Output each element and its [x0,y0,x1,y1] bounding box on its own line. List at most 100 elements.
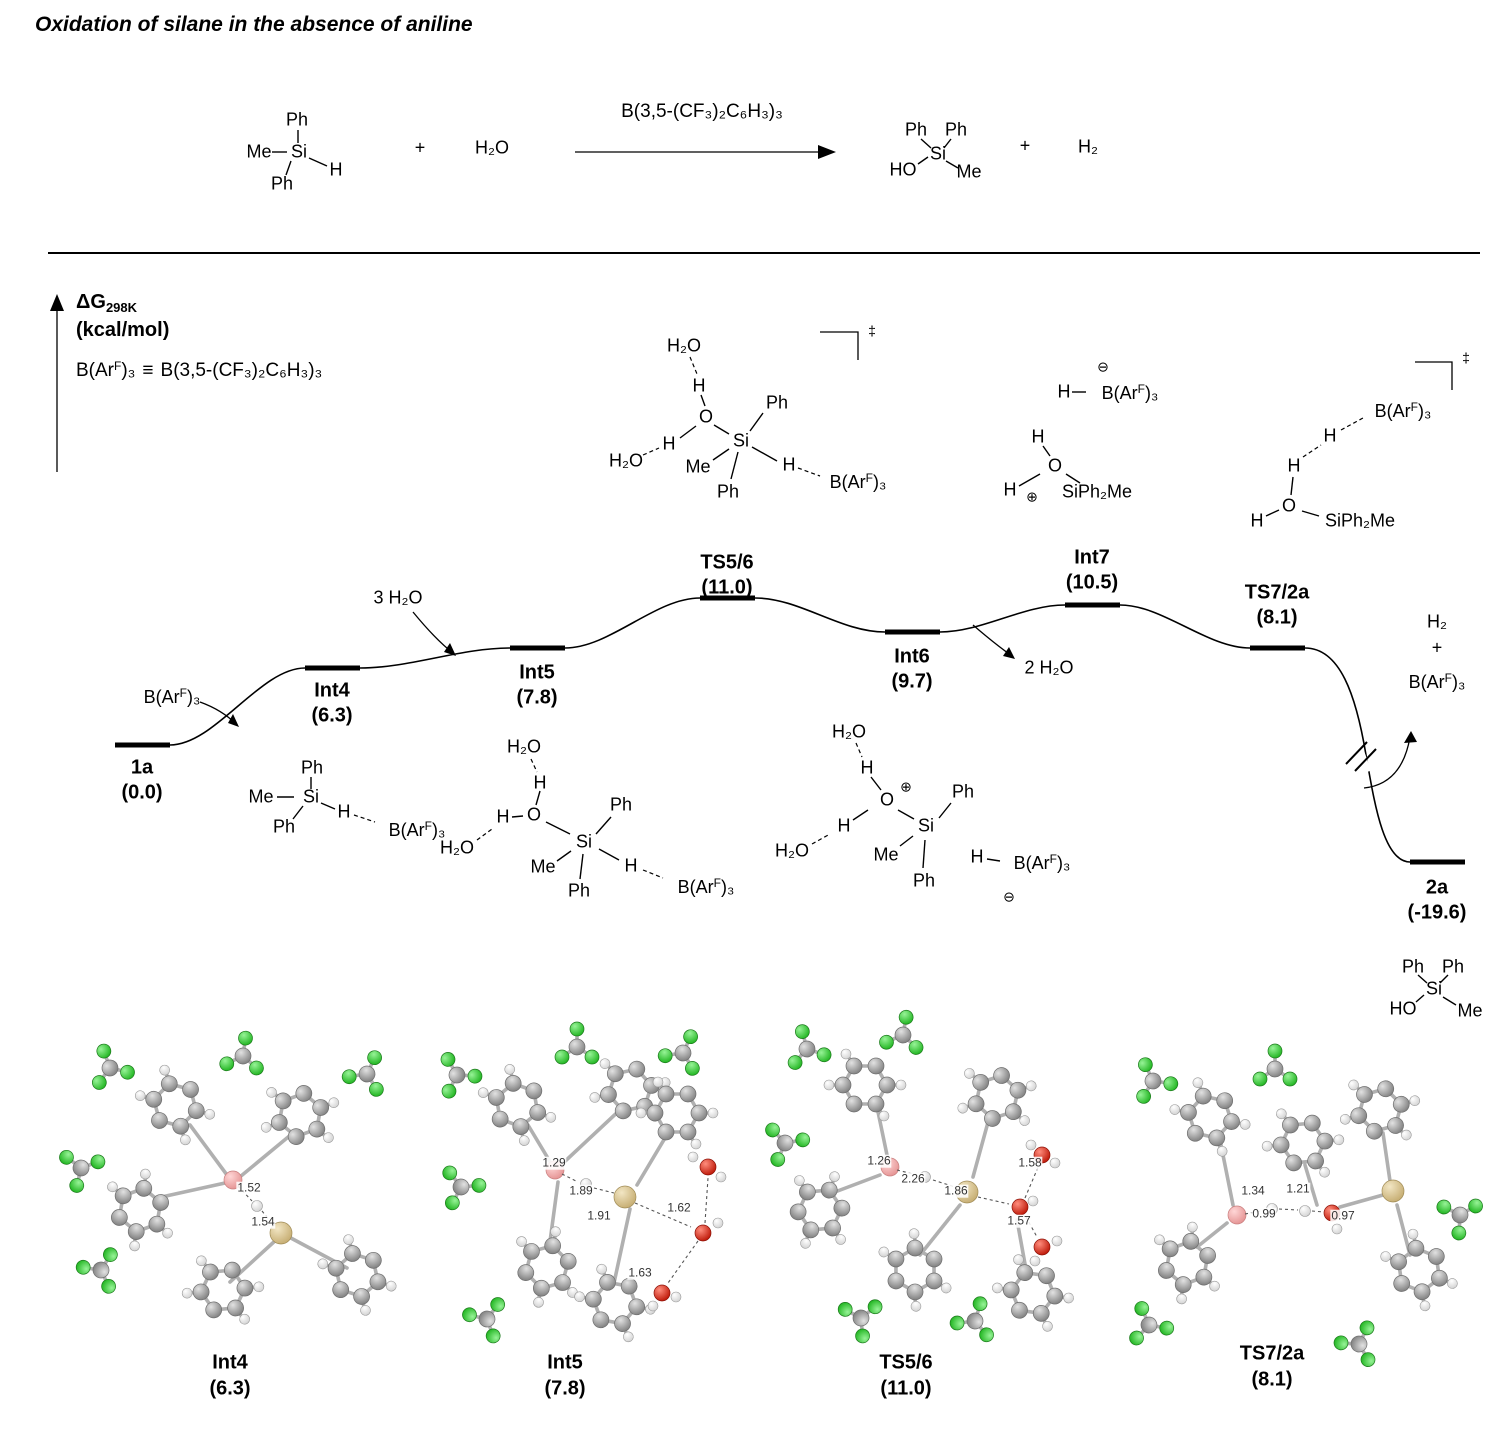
int5-me: Me [530,856,556,877]
axis-units-label: (kcal/mol) [76,319,170,341]
int5-distance-1: 1.29 [541,1155,567,1170]
int4-distance-2: 1.54 [250,1214,276,1229]
level-2a-energy: (-19.6) [1407,901,1467,924]
int6-barf3: B(ArF)₃ [1013,852,1071,874]
int6-h2o-left: H₂O [775,840,809,861]
scheme-reactant-me: Me [246,141,272,162]
scheme-h2: H₂ [1078,136,1098,157]
int7-h-left: H [1003,479,1017,500]
ts56-distance-4: 1.58 [1017,1155,1043,1170]
energy-level-bars [115,595,1465,865]
ts56-barf3: B(ArF)₃ [829,471,887,493]
level-1a-label: 1a [130,756,154,779]
int5-structure-bonds [476,758,664,880]
annotation-3h2o: 3 H₂O [373,587,423,608]
scheme-plus-1: + [414,137,426,158]
int4-ph-top: Ph [300,757,324,778]
int7-minus-charge: ⊖ [1097,358,1109,375]
int6-h-hydride: H [970,846,984,867]
annotation-barf3: B(ArF)₃ [143,686,201,708]
level-ts72a-energy: (8.1) [1256,606,1298,629]
scheme-reactant-h: H [329,159,343,180]
int4-h: H [337,801,351,822]
ts56-si: Si [732,430,750,451]
int4-ph-bottom: Ph [272,816,296,837]
panel-ts72a-energy: (8.1) [1251,1368,1293,1391]
ts56-distance-2: 2.26 [900,1171,926,1186]
int6-h-mid: H [860,757,874,778]
level-int6-label: Int6 [894,645,930,668]
int7-h-up: H [1031,426,1045,447]
int6-ph-right: Ph [951,781,975,802]
int5-distance-2: 1.89 [568,1183,594,1198]
molecule-render-int4 [55,1026,409,1332]
int5-h2o-left: H₂O [440,837,474,858]
int6-h-left: H [837,815,851,836]
annotation-arrows [199,611,1417,789]
scheme-product-ho: HO [889,159,917,180]
annotation-h2: H₂ [1427,611,1447,632]
int5-h-left: H [496,806,510,827]
ts56-ph-right: Ph [765,392,789,413]
ts56-distance-3: 1.86 [943,1183,969,1198]
ts56-distance-1: 1.26 [866,1153,892,1168]
scheme-reactant-ph-top: Ph [285,109,309,130]
energy-axis-arrow-icon [50,294,64,472]
ts72a-distance-3: 0.99 [1251,1206,1277,1221]
ts72a-h-proton: H [1287,455,1301,476]
int6-structure-bonds [811,742,1001,869]
int5-si: Si [575,831,593,852]
ts56-h-left: H [662,433,676,454]
int6-minus-charge: ⊖ [1003,888,1015,905]
int6-plus-charge: ⊕ [900,778,912,795]
figure-title: Oxidation of silane in the absence of an… [35,13,473,36]
2a-ho: HO [1389,998,1417,1019]
barf-definition: B(ArF)₃≡B(3,5-(CF₃)₂C₆H₃)₃ [76,359,323,381]
int4-distance-1: 1.52 [236,1180,262,1195]
scheme-catalyst: B(3,5-(CF₃)₂C₆H₃)₃ [621,101,783,123]
ts56-structure-bonds [642,356,821,480]
level-int7-label: Int7 [1074,546,1110,569]
panel-int5-energy: (7.8) [544,1377,586,1400]
panel-ts56-energy: (11.0) [880,1377,932,1400]
panel-int4-energy: (6.3) [209,1377,251,1400]
reaction-arrow-icon [575,145,836,159]
2a-ph1: Ph [1401,956,1425,977]
level-2a-label: 2a [1425,876,1449,899]
level-int4-energy: (6.3) [311,704,353,727]
int5-ph-right: Ph [609,794,633,815]
int7-plus-charge: ⊕ [1026,488,1038,505]
ts72a-h-left: H [1250,510,1264,531]
int6-o: O [879,789,895,810]
ts56-h-mid: H [692,375,706,396]
ts72a-distance-4: 0.97 [1330,1208,1356,1223]
ts72a-o: O [1281,495,1297,516]
ts72a-h-hydride: H [1323,425,1337,446]
int5-h-right: H [624,855,638,876]
int4-me: Me [248,786,274,807]
level-ts56-energy: (11.0) [701,576,753,599]
ts56-h2o-left: H₂O [609,450,643,471]
ts56-ddagger: ‡ [868,322,876,339]
2a-ph2: Ph [1441,956,1465,977]
scheme-reactant-si: Si [290,141,308,162]
level-1a-energy: (0.0) [121,781,163,804]
int5-h2o-top: H₂O [507,736,541,757]
scheme-product-si: Si [929,143,947,164]
scheme-reactant-ph-bottom: Ph [270,173,294,194]
ts72a-distance-2: 1.21 [1285,1181,1311,1196]
2a-me: Me [1457,1000,1483,1021]
energy-profile-curve [169,597,1411,863]
int7-barf3: B(ArF)₃ [1101,382,1159,404]
level-int4-label: Int4 [314,679,350,702]
int5-h-mid: H [533,772,547,793]
level-ts56-label: TS5/6 [700,551,754,574]
panel-ts72a-label: TS7/2a [1239,1342,1305,1365]
int5-distance-3: 1.91 [586,1208,612,1223]
ts72a-siph2me: SiPh₂Me [1324,510,1396,531]
ts72a-distance-1: 1.34 [1240,1183,1266,1198]
int6-me: Me [873,844,899,865]
scheme-plus-2: + [1019,135,1031,156]
